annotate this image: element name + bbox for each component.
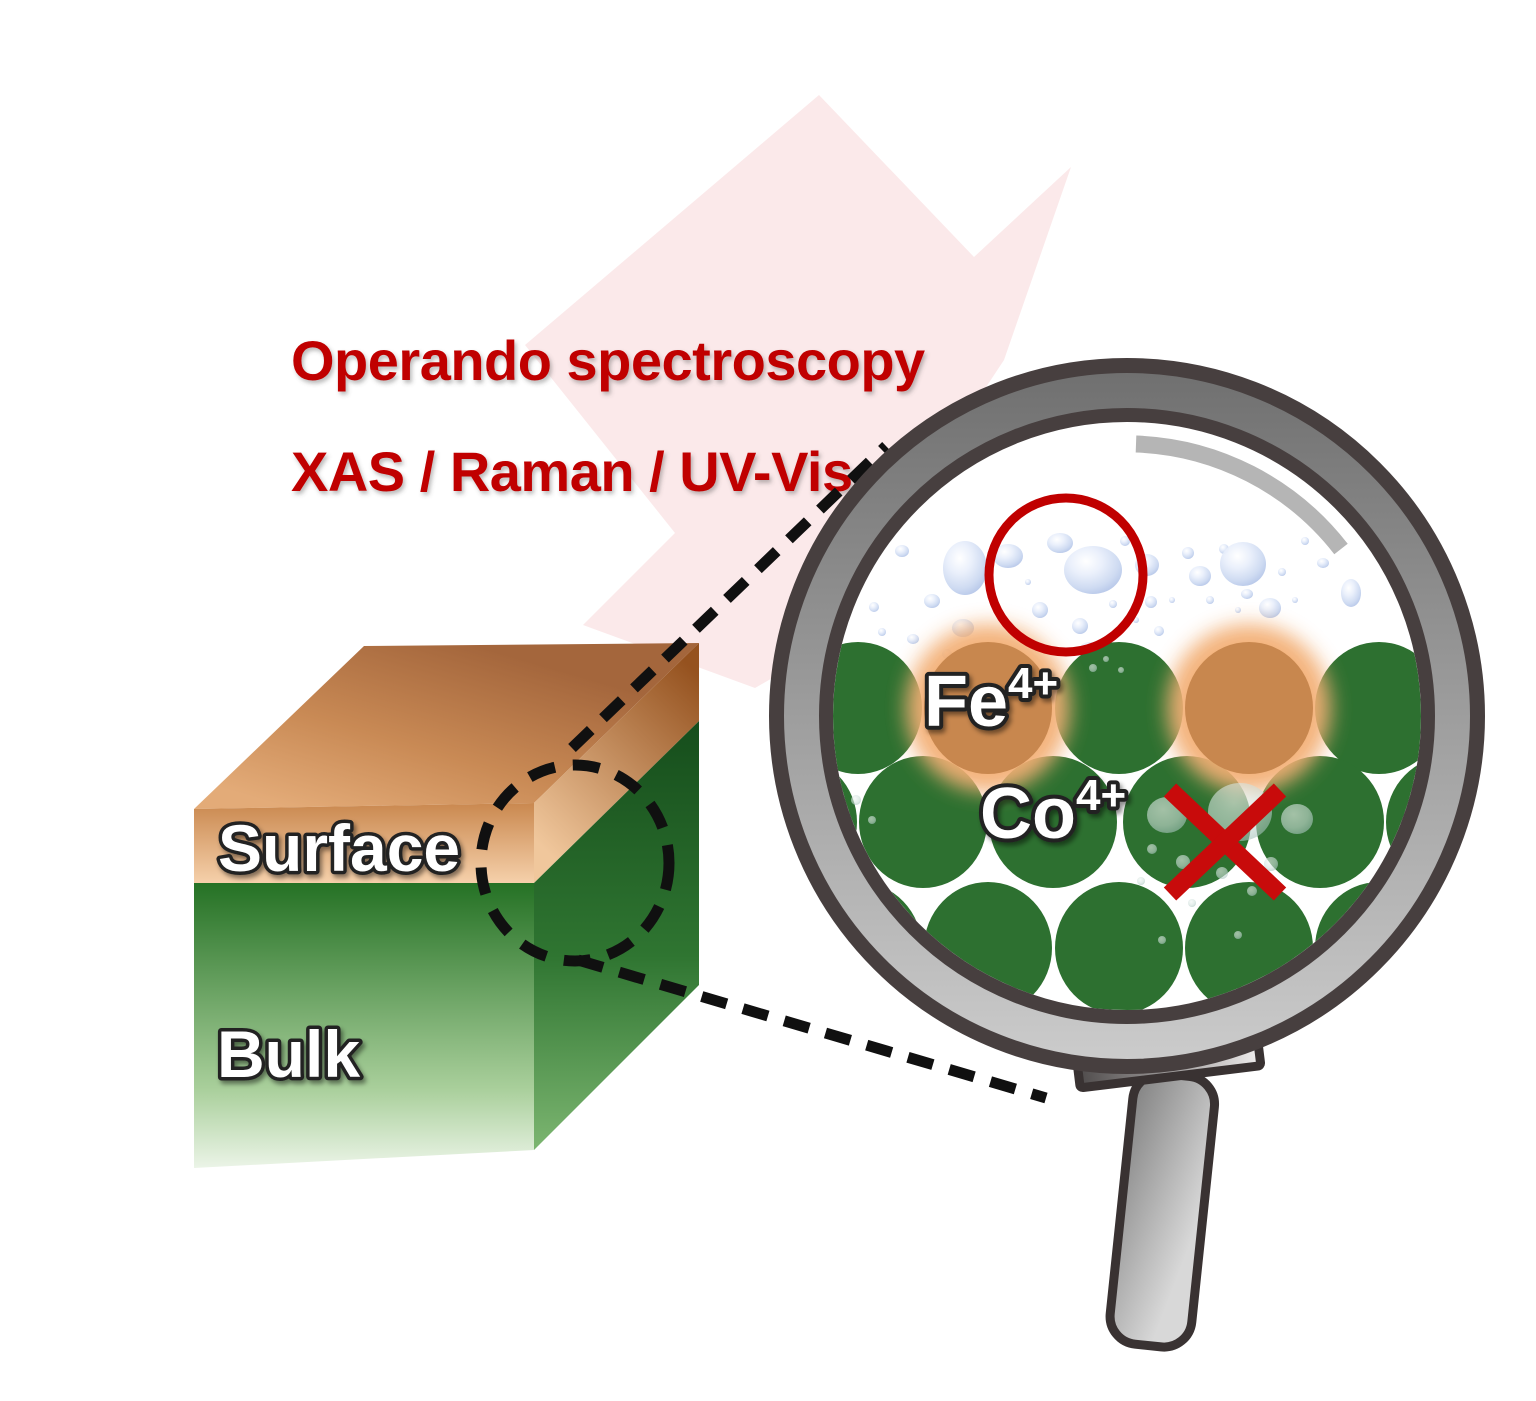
bubble xyxy=(1241,589,1253,599)
bubble xyxy=(1220,542,1266,586)
droplet-bubble xyxy=(1208,783,1272,841)
co-atom xyxy=(1055,882,1183,1010)
lens-shine-arc xyxy=(1135,435,1348,555)
atom-labels: Fe4+ Co4+ xyxy=(920,655,1130,858)
magnifier-ring xyxy=(769,358,1485,1074)
droplet-bubble xyxy=(1089,664,1097,672)
bubble xyxy=(895,545,909,557)
ring-outer-edge xyxy=(769,358,1485,1074)
bubble xyxy=(1317,558,1329,568)
fe-label: Fe4+ xyxy=(924,659,1058,742)
droplet-bubble xyxy=(1216,867,1228,879)
co-atom xyxy=(1315,642,1421,774)
co-atom xyxy=(1256,756,1384,888)
callout-upper-line xyxy=(568,442,890,752)
droplet-bubble xyxy=(1103,656,1109,662)
bubble xyxy=(869,602,879,612)
droplet-bubble xyxy=(1158,936,1166,944)
bubble xyxy=(907,634,919,644)
bubble xyxy=(993,544,1023,568)
zoom-callout xyxy=(475,442,1048,1104)
bubble xyxy=(1064,546,1122,594)
bubble xyxy=(1169,597,1175,603)
cube-top-face xyxy=(194,643,699,809)
bubble xyxy=(878,628,886,636)
magnifier-handle xyxy=(1105,1069,1220,1352)
bubble xyxy=(943,541,987,595)
bubble xyxy=(1145,596,1157,608)
co-atom xyxy=(859,756,987,888)
bubble xyxy=(924,594,940,608)
co-atom xyxy=(989,756,1117,888)
heading-line2: XAS / Raman / UV-Vis xyxy=(291,440,853,503)
cube-front-surface-strip xyxy=(194,803,534,883)
bubble xyxy=(1032,602,1048,618)
droplet-bubble xyxy=(1281,804,1313,834)
co-atom xyxy=(833,642,922,774)
bubble xyxy=(1278,568,1286,576)
bubble-highlight-circle xyxy=(984,493,1148,657)
droplet-bubble xyxy=(1118,667,1124,673)
bubble xyxy=(1235,607,1241,613)
cube-front-bulk xyxy=(194,883,534,1168)
droplet-bubble xyxy=(1137,877,1145,885)
bubble xyxy=(1120,536,1130,546)
bubble xyxy=(1109,600,1117,608)
droplet-bubble xyxy=(1188,899,1196,907)
heading-line1: Operando spectroscopy xyxy=(291,329,925,392)
bubble xyxy=(1259,598,1281,618)
bubble xyxy=(1154,626,1164,636)
callout-lower-line xyxy=(576,954,1048,1104)
bubble xyxy=(1292,597,1298,603)
suppressed-bubbles xyxy=(851,656,1313,944)
cube: Surface Bulk xyxy=(194,643,699,1168)
callout-dashed-circle xyxy=(475,759,675,967)
bubble xyxy=(1189,566,1211,586)
fe-atom xyxy=(1185,642,1313,774)
bubble xyxy=(1301,537,1309,545)
pink-arrow xyxy=(525,95,1071,688)
cube-side-surface-strip xyxy=(534,643,699,883)
heading: Operando spectroscopy XAS / Raman / UV-V… xyxy=(291,329,926,503)
droplet-bubble xyxy=(1264,857,1278,871)
fe-atom xyxy=(924,642,1052,774)
bubble xyxy=(1047,533,1073,553)
droplet-bubble xyxy=(1234,931,1242,939)
bubble xyxy=(1025,579,1031,585)
droplet-bubble xyxy=(1247,886,1257,896)
bubble xyxy=(1206,596,1214,604)
co-atom xyxy=(1055,642,1183,774)
rejection-cross xyxy=(1163,783,1287,901)
droplet-bubble xyxy=(1147,844,1157,854)
bubble xyxy=(1341,579,1361,607)
droplet-bubble xyxy=(851,795,861,805)
bulk-label: Bulk xyxy=(217,1017,360,1091)
surface-label: Surface xyxy=(218,811,460,885)
bubble xyxy=(1072,618,1088,634)
droplet-bubble xyxy=(1176,855,1190,869)
droplet-bubble xyxy=(868,816,876,824)
bubble xyxy=(1182,547,1194,559)
co-label: Co4+ xyxy=(980,771,1126,854)
cross-stroke-2 xyxy=(1163,783,1287,901)
ring-band xyxy=(783,372,1471,1060)
ring-inner-edge xyxy=(819,408,1435,1024)
